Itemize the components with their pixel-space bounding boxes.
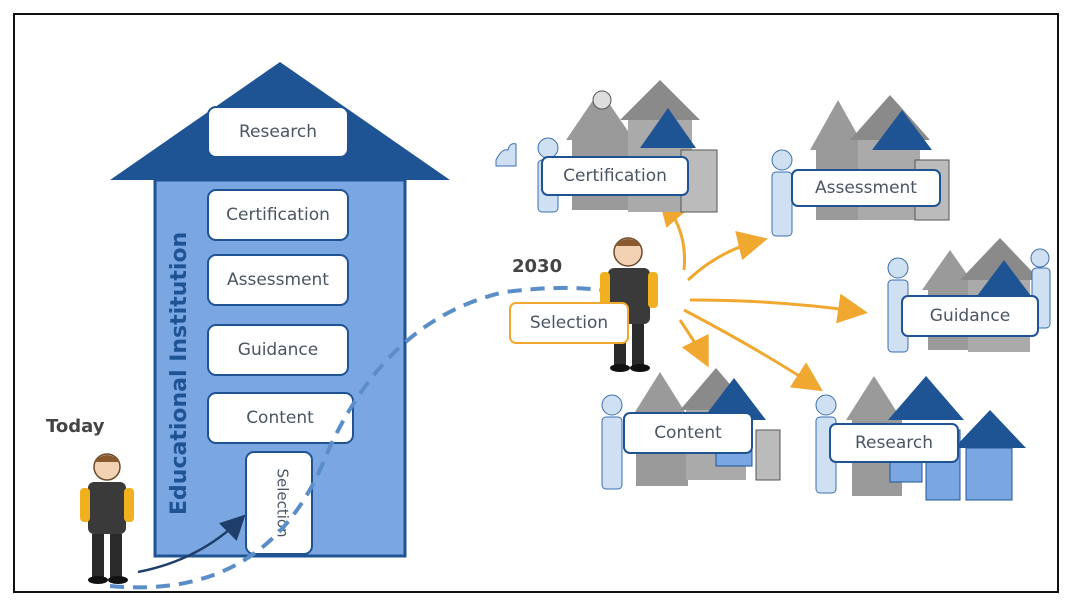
house-icon bbox=[872, 110, 932, 150]
house-icon bbox=[888, 376, 964, 420]
institution-title: Educational Institution bbox=[167, 232, 192, 515]
orange-arrows bbox=[658, 195, 868, 392]
institution-module-certification: Certification bbox=[207, 189, 349, 241]
module-label: Guidance bbox=[238, 340, 318, 360]
provider-label-research: Research bbox=[855, 433, 933, 453]
arrow-to-research bbox=[683, 308, 824, 392]
institution-module-research: Research bbox=[207, 106, 349, 158]
provider-label-content: Content bbox=[654, 423, 722, 443]
caption-today: Today bbox=[46, 416, 105, 437]
thumbs-up-icon bbox=[495, 143, 517, 167]
caption-2030: 2030 bbox=[512, 256, 562, 277]
future-selection-box: Selection bbox=[509, 302, 629, 344]
arrow-to-guidance bbox=[689, 293, 868, 324]
module-label: Research bbox=[239, 122, 317, 142]
arrow-to-assessment bbox=[686, 230, 768, 282]
figure-frame bbox=[13, 13, 1059, 593]
building-icon bbox=[960, 238, 1040, 280]
module-label: Assessment bbox=[227, 270, 329, 290]
institution-module-guidance: Guidance bbox=[207, 324, 349, 376]
provider-cluster-assessment: Assessment bbox=[771, 95, 950, 237]
building-icon bbox=[846, 376, 902, 420]
building-icon bbox=[620, 80, 700, 120]
person-sketch-icon bbox=[771, 171, 793, 237]
module-label: Certification bbox=[226, 205, 330, 225]
person-today-icon bbox=[80, 453, 134, 584]
institution-module-assessment: Assessment bbox=[207, 254, 349, 306]
arrow-to-content bbox=[678, 319, 709, 368]
institution-module-content: Content bbox=[207, 392, 354, 444]
provider-cluster-content: Content bbox=[601, 368, 781, 490]
entry-arrow bbox=[137, 514, 246, 574]
provider-label-guidance: Guidance bbox=[930, 306, 1010, 326]
provider-label-certification: Certification bbox=[563, 166, 667, 186]
provider-cluster-certification: Certification bbox=[495, 80, 718, 213]
institution-module-selection: Selection bbox=[245, 451, 313, 555]
house-icon bbox=[954, 410, 1026, 448]
migration-path bbox=[109, 285, 601, 590]
module-label: Content bbox=[246, 408, 314, 428]
building-icon bbox=[630, 372, 690, 420]
building-icon bbox=[566, 90, 634, 140]
house-icon bbox=[640, 108, 696, 148]
person-sketch-icon bbox=[601, 416, 623, 490]
building-icon bbox=[810, 100, 866, 150]
provider-cluster-research: Research bbox=[815, 376, 1026, 501]
house-icon bbox=[702, 378, 766, 420]
module-label: Selection bbox=[274, 468, 292, 537]
provider-cluster-guidance: Guidance bbox=[887, 238, 1051, 353]
future-selection-label: Selection bbox=[530, 313, 608, 333]
provider-label-assessment: Assessment bbox=[815, 178, 917, 198]
house-icon bbox=[974, 260, 1034, 300]
